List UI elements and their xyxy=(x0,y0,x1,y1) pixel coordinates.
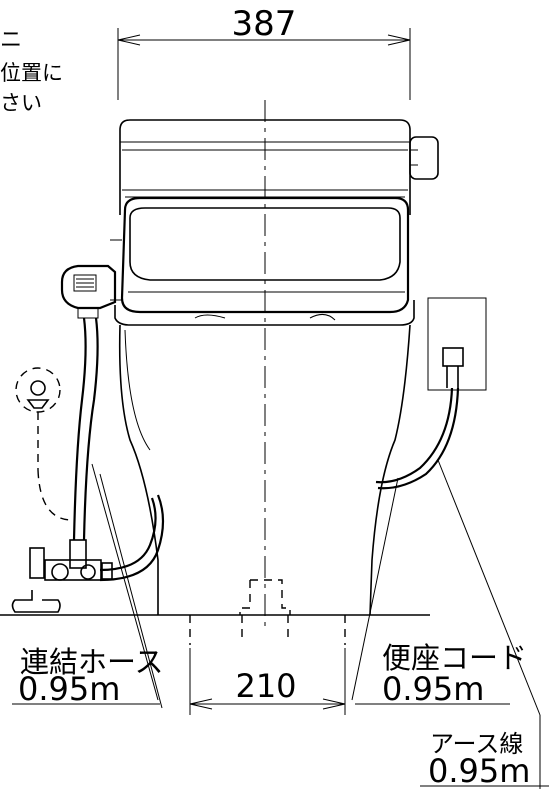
dimension-width-top: 387 xyxy=(117,4,411,100)
note-line-1: ニ xyxy=(0,28,22,53)
seat-cord-length: 0.95m xyxy=(382,670,484,708)
callout-earth: アース線 0.95m xyxy=(420,715,549,789)
toilet-lid xyxy=(120,196,410,314)
callout-hose: 連結ホース 0.95m xyxy=(12,645,164,708)
earth-label: アース線 xyxy=(430,730,523,758)
dimension-width-top-label: 387 xyxy=(232,4,297,44)
valve-assembly xyxy=(11,547,113,613)
seat-cord-2 xyxy=(377,387,460,490)
hose-length: 0.95m xyxy=(18,670,120,708)
hose-label: 連結ホース xyxy=(20,645,164,679)
dimension-width-bottom: 210 xyxy=(189,648,346,715)
optional-valve xyxy=(15,367,73,521)
callout-seat-cord: 便座コード 0.95m xyxy=(355,641,527,708)
seat-base xyxy=(110,239,415,326)
leader-hose-2 xyxy=(99,473,163,709)
leader-hose xyxy=(91,463,159,701)
drain-outline xyxy=(189,579,346,645)
note-line-3: さい xyxy=(0,91,42,115)
outlet-box xyxy=(427,297,487,391)
earth-length: 0.95m xyxy=(428,752,530,789)
toilet-bowl xyxy=(118,324,411,616)
seat-cord-label: 便座コード xyxy=(382,641,527,675)
leader-earth xyxy=(437,459,541,716)
dimension-width-bottom-label: 210 xyxy=(235,667,296,705)
seat-cord xyxy=(375,387,454,484)
note-line-2: 位置に xyxy=(0,61,63,85)
side-control-panel xyxy=(60,264,117,319)
toilet-tank xyxy=(119,119,439,215)
leader-seat-cord xyxy=(351,477,399,701)
